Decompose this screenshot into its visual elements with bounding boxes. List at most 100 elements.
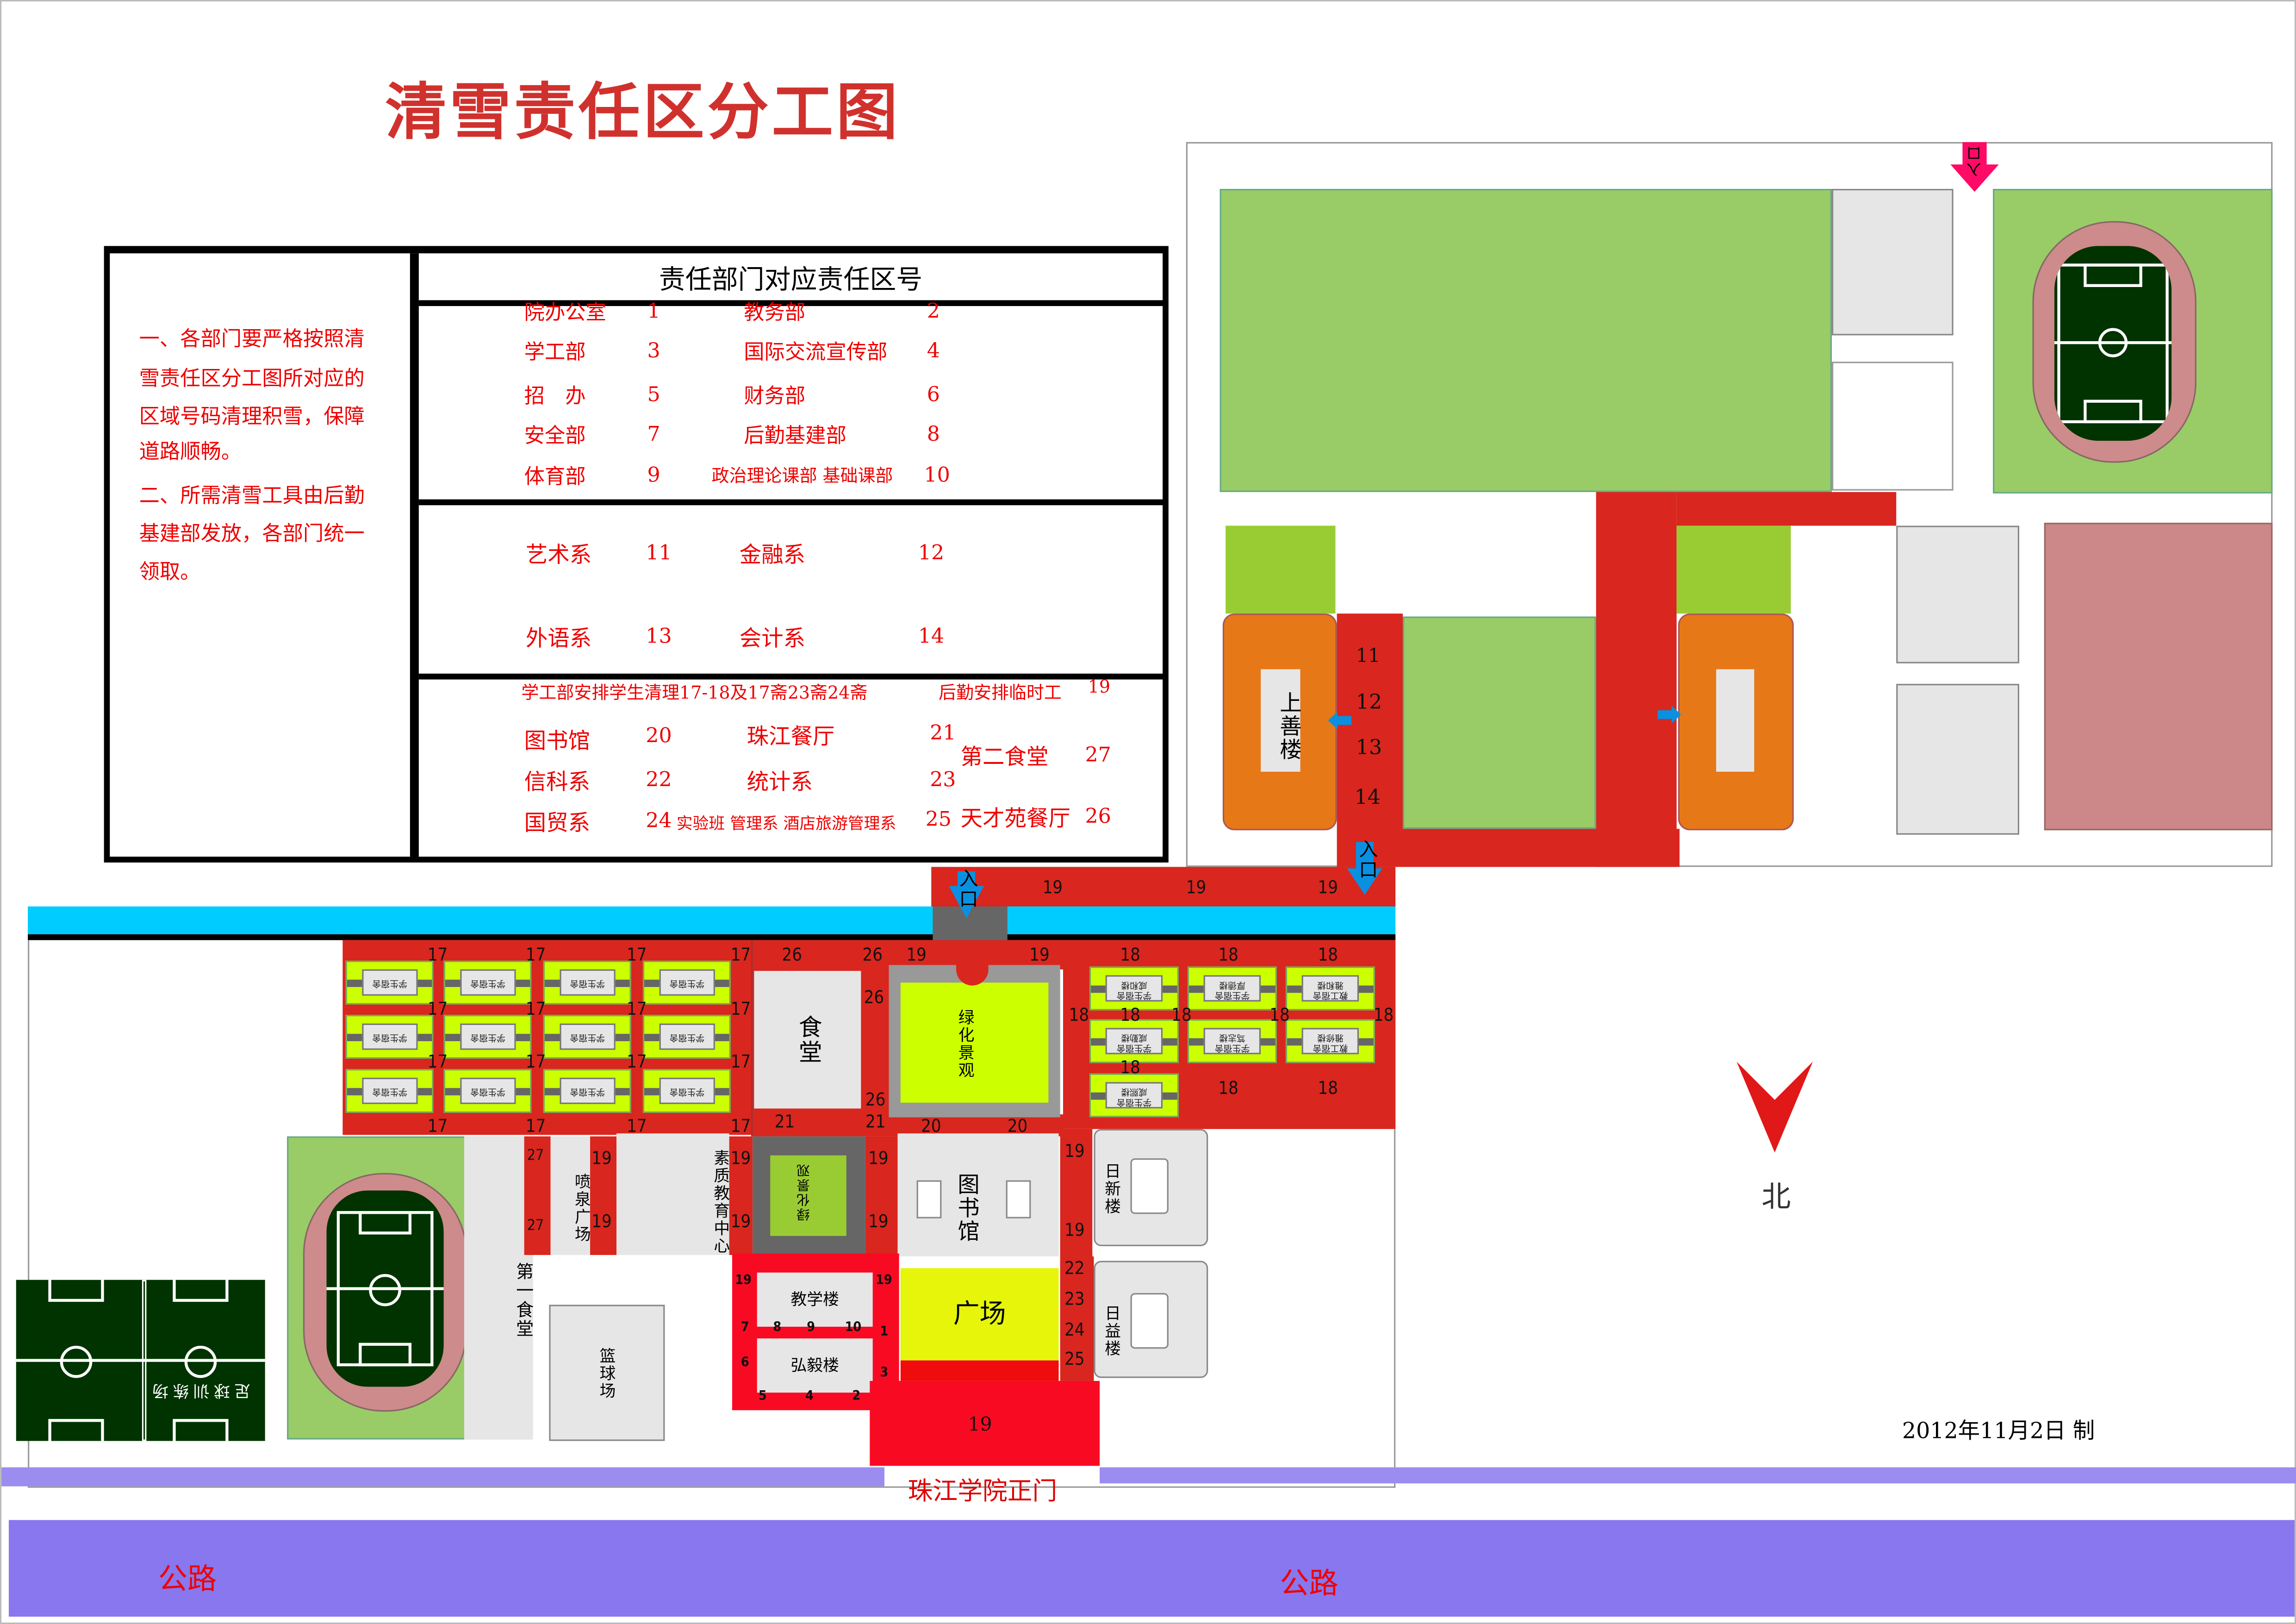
zone-number: 20 [646, 725, 672, 749]
note-line: 道路顺畅。 [139, 441, 242, 464]
student-dorm: 学生宿舍 [642, 1015, 731, 1059]
zone-number: 26 [1085, 805, 1111, 829]
dorm-label: 学生宿舍 [460, 969, 516, 996]
dorm-label: 学生宿舍 [361, 1024, 418, 1050]
zone-label: 17 [627, 944, 647, 965]
zone-label: 13 [1356, 737, 1382, 760]
zone-label: 17 [730, 999, 751, 1019]
dorm-label: 学生宿舍 [460, 1024, 516, 1050]
zone-number: 7 [647, 423, 660, 447]
zone-label: 19 [868, 1148, 889, 1169]
dorm-name-line: 学生宿舍 [1116, 1042, 1152, 1053]
north-label: 北 [1761, 1179, 1791, 1214]
zone-label: 27 [527, 1148, 544, 1164]
dorm-name-line: 咸勤楼 [1120, 1032, 1147, 1043]
zone-number: 25 [925, 808, 952, 832]
basketball-court: 篮球场 [549, 1305, 665, 1441]
dept-label: 政治理论课部 基础课部 [711, 465, 893, 487]
zone-label: 18 [1120, 944, 1140, 965]
student-note: 学工部安排学生清理17-18及17斋23斋24斋 [521, 682, 868, 703]
snow-zone [900, 1360, 1059, 1381]
dorm-label: 学生宿舍 [361, 969, 418, 996]
zone-label: 18 [1120, 1004, 1140, 1025]
zone-number: 13 [646, 625, 672, 649]
zone-label: 8 [773, 1321, 782, 1336]
zone-number: 5 [647, 383, 660, 407]
zone-label: 17 [730, 1051, 751, 1072]
dept-label: 招 办 [524, 385, 586, 409]
snow-zone-road [931, 867, 1396, 907]
snow-zone [1060, 1129, 1093, 1257]
window [1006, 1180, 1031, 1218]
dept-label: 财务部 [744, 385, 806, 409]
entrance-arrow-icon [949, 886, 984, 918]
zone-number: 23 [930, 768, 956, 793]
library-label: 图书馆 [954, 1173, 981, 1243]
dept-label: 珠江餐厅 [747, 723, 835, 750]
zone-number: 1 [647, 300, 660, 324]
zone-label: 19 [876, 1274, 892, 1289]
note-line: 雪责任区分工图所对应的 [139, 367, 365, 391]
dorm-label: 学生宿舍厚德楼 [1203, 975, 1261, 1002]
note-line: 二、所需清雪工具由后勤 [139, 485, 365, 508]
soccer-field-north [2054, 246, 2172, 441]
zone-number: 19 [1088, 676, 1111, 697]
zone-label: 20 [1007, 1116, 1028, 1137]
dorm-label: 学生宿舍 [559, 1024, 616, 1050]
lawn [1676, 525, 1791, 614]
zone-number: 21 [930, 722, 956, 746]
zone-label: 17 [730, 944, 751, 965]
dorm-label: 学生宿舍 [659, 1024, 715, 1050]
zone-label: 5 [758, 1389, 767, 1405]
zone-label: 18 [1373, 1004, 1394, 1025]
zone-label: 17 [525, 944, 546, 965]
zone-label: 17 [627, 1051, 647, 1072]
dept-label: 第二食堂 [960, 743, 1049, 770]
main-campus-outline [28, 940, 1396, 1488]
dorm-name-line: 学生宿舍 [1214, 1042, 1250, 1053]
teaching-building: 教学楼 [757, 1272, 873, 1327]
student-dorm: 学生宿舍 [543, 1069, 631, 1113]
zone-label: 10 [845, 1321, 862, 1336]
snow-zone [897, 1114, 1063, 1137]
zone-label: 11 [1356, 645, 1381, 668]
zone-label: 18 [1269, 1004, 1290, 1025]
zone-label: 26 [865, 1089, 886, 1110]
zone-label: 19 [868, 1211, 889, 1232]
dorm-building: 教工宿舍雅和楼 [1285, 966, 1375, 1011]
riyi-label: 日益楼 [1102, 1305, 1122, 1358]
zone-label: 14 [1354, 786, 1381, 810]
dorm-name-line: 咸和楼 [1120, 980, 1147, 990]
zone-label: 19 [730, 1148, 751, 1169]
plaza: 广场 [900, 1268, 1059, 1361]
note-line: 基建部发放，各部门统一 [139, 523, 365, 546]
snow-zone-road [1596, 492, 1677, 867]
greenery-2 [770, 1155, 846, 1236]
zone-label: 17 [730, 1116, 751, 1137]
dorm-building: 教工宿舍雅修楼 [1285, 1019, 1375, 1063]
zone-label: 17 [525, 999, 546, 1019]
dorm-label: 学生宿舍笃志楼 [1203, 1028, 1261, 1055]
zone-label: 17 [427, 1051, 448, 1072]
zone-label: 2 [852, 1389, 861, 1405]
zone-label: 17 [427, 999, 448, 1019]
soccer-practice-field: 足球训练场 [16, 1280, 265, 1441]
zone-label: 19 [1029, 944, 1050, 965]
shangshan-label: 上善楼 [1261, 669, 1303, 772]
dorm-label: 教工宿舍雅修楼 [1301, 1028, 1359, 1055]
zone-label: 17 [427, 1116, 448, 1137]
zone-label: 7 [740, 1321, 749, 1336]
zone-label: 23 [1064, 1288, 1085, 1309]
hongyi-building: 弘毅楼 [757, 1338, 873, 1393]
dorm-label: 学生宿舍 [559, 1078, 616, 1104]
zone-number: 11 [646, 542, 672, 565]
dept-label: 会计系 [739, 625, 806, 652]
dorm-name-line: 雅修楼 [1317, 1032, 1344, 1043]
dept-label: 国贸系 [524, 810, 591, 837]
zone-label: 1 [880, 1325, 889, 1340]
rixin-label: 日新楼 [1102, 1162, 1122, 1216]
dorm-label: 学生宿舍咸勤楼 [1105, 1028, 1163, 1055]
campus-boundary-road [1100, 1467, 2296, 1484]
zone-number: 24 [646, 810, 672, 833]
entrance-arrow-icon [1356, 842, 1374, 872]
